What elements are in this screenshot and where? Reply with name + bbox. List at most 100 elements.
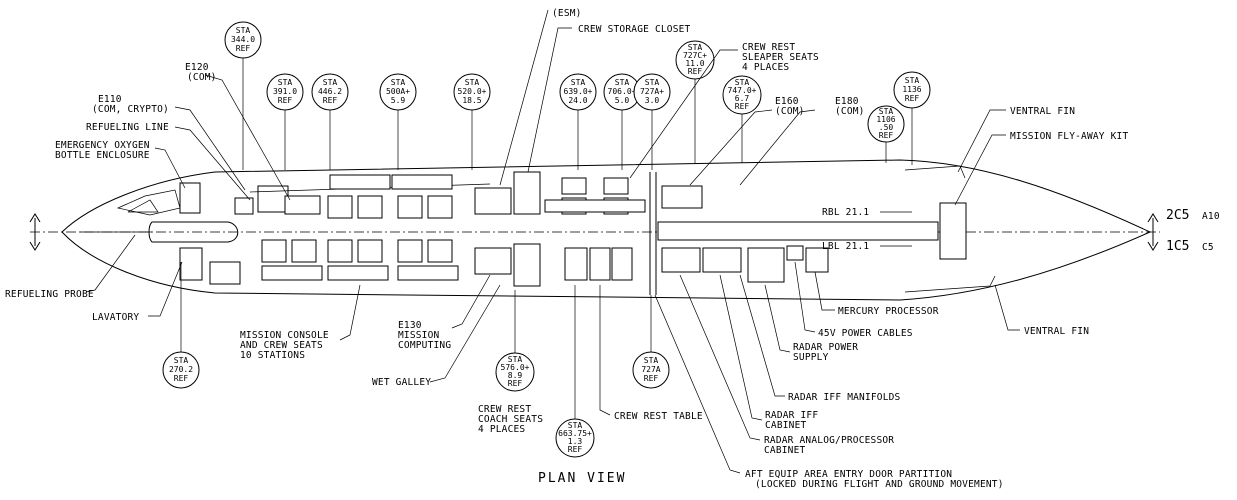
sta-bubble-520: STA 520.0+ 18.5: [453, 73, 491, 170]
svg-text:727A: 727A: [641, 365, 660, 374]
svg-text:COMPUTING: COMPUTING: [398, 340, 451, 351]
console-seats-top: [327, 174, 453, 219]
fwd-box-3: [257, 185, 289, 213]
svg-text:STA: STA: [735, 78, 750, 87]
svg-text:STA: STA: [391, 78, 406, 87]
svg-text:2C5: 2C5: [1166, 208, 1189, 223]
mission-fly-away-kit: [939, 202, 967, 260]
svg-text:4 PLACES: 4 PLACES: [478, 424, 525, 435]
svg-text:EMERGENCY OXYGEN: EMERGENCY OXYGEN: [55, 140, 150, 151]
svg-text:706.0+: 706.0+: [608, 87, 637, 96]
radar-analog-cabinet: [661, 247, 701, 273]
sta-bubble-727c: STA 727C+ 11.0 REF: [675, 40, 715, 163]
svg-text:270.2: 270.2: [169, 365, 193, 374]
radar-iff-cabinet: [702, 247, 742, 273]
svg-text:SUPPLY: SUPPLY: [793, 352, 829, 363]
svg-text:STA: STA: [174, 356, 189, 365]
label-radar-iff-manifolds: RADAR IFF MANIFOLDS: [788, 392, 901, 403]
cockpit-window: [127, 199, 159, 213]
emergency-oxygen-enclosure: [179, 182, 201, 214]
svg-text:520.0+: 520.0+: [458, 87, 487, 96]
lavatory-box: [179, 247, 203, 281]
label-radar-power: RADAR POWER SUPPLY: [793, 342, 858, 363]
label-rbl: RBL 21.1: [822, 207, 869, 218]
sta-bubble-500: STA 500A+ 5.9: [379, 73, 417, 170]
refueling-probe-shape: [148, 221, 239, 243]
svg-text:STA: STA: [879, 107, 894, 116]
svg-text:18.5: 18.5: [462, 96, 481, 105]
mission-computing-box: [474, 247, 512, 275]
label-ventral-fin-top: VENTRAL FIN: [1010, 106, 1075, 117]
svg-text:639.0+: 639.0+: [564, 87, 593, 96]
svg-text:1C5: 1C5: [1166, 239, 1189, 254]
svg-text:RADAR POWER: RADAR POWER: [793, 342, 858, 353]
svg-text:446.2: 446.2: [318, 87, 342, 96]
svg-text:RADAR IFF: RADAR IFF: [765, 410, 818, 421]
svg-text:AND CREW SEATS: AND CREW SEATS: [240, 340, 323, 351]
sta-bubble-747: STA 747.0+ 6.7 REF: [722, 75, 762, 163]
svg-text:STA: STA: [568, 421, 583, 430]
ventral-fin-top-shape: [904, 165, 966, 179]
ventral-fin-bottom-shape: [904, 275, 996, 293]
svg-text:SLEAPER SEATS: SLEAPER SEATS: [742, 52, 819, 63]
fly-away-rail: [657, 221, 939, 241]
sta-bubble-576: STA 576.0+ 8.9 REF: [495, 290, 535, 392]
label-wet-galley: WET GALLEY: [372, 377, 431, 388]
svg-text:663.75+: 663.75+: [558, 429, 592, 438]
svg-text:A10: A10: [1202, 211, 1220, 222]
svg-text:STA: STA: [278, 78, 293, 87]
storage-closet: [513, 171, 541, 215]
label-e130: E130 MISSION COMPUTING: [398, 320, 451, 351]
svg-text:1106: 1106: [876, 115, 895, 124]
svg-text:CREW REST: CREW REST: [742, 42, 795, 53]
sta-bubble-727a-top: STA 727A+ 3.0: [633, 73, 671, 170]
svg-text:5.9: 5.9: [391, 96, 406, 105]
label-mission-kit: MISSION FLY-AWAY KIT: [1010, 131, 1128, 142]
label-aft-door: AFT EQUIP AREA ENTRY DOOR PARTITION (LOC…: [745, 469, 1003, 490]
svg-text:727A+: 727A+: [640, 87, 664, 96]
svg-text:6.7: 6.7: [735, 94, 750, 103]
svg-text:STA: STA: [644, 356, 659, 365]
svg-text:REF: REF: [568, 445, 583, 454]
label-e120: E120 (COM): [185, 62, 216, 83]
svg-text:CABINET: CABINET: [764, 445, 806, 456]
label-e180: E180 (COM): [835, 96, 865, 117]
sta-bubble-344: STA 344.0 REF: [224, 21, 262, 170]
plan-view-title: PLAN VIEW: [538, 471, 626, 486]
svg-text:STA: STA: [615, 78, 630, 87]
console-seats-bottom: [261, 239, 459, 281]
svg-text:REF: REF: [174, 374, 189, 383]
svg-text:MISSION: MISSION: [398, 330, 440, 341]
sta-bubble-639: STA 639.0+ 24.0: [559, 73, 597, 170]
label-radar-analog: RADAR ANALOG/PROCESSOR CABINET: [764, 435, 894, 456]
svg-text:1.3: 1.3: [568, 437, 583, 446]
label-emergency-oxygen: EMERGENCY OXYGEN BOTTLE ENCLOSURE: [55, 140, 150, 161]
tail-arrow-icon: [1147, 213, 1159, 251]
svg-text:E180: E180: [835, 96, 859, 107]
svg-text:STA: STA: [905, 76, 920, 85]
svg-text:11.0: 11.0: [685, 59, 704, 68]
svg-text:STA: STA: [236, 26, 251, 35]
label-refueling-probe: REFUELING PROBE: [5, 289, 94, 300]
svg-text:REF: REF: [879, 131, 894, 140]
svg-text:STA: STA: [508, 355, 523, 364]
label-mission-console: MISSION CONSOLE AND CREW SEATS 10 STATIO…: [240, 330, 329, 361]
sta-bubble-727a-bottom: STA 727A REF: [632, 295, 670, 389]
svg-text:REF: REF: [644, 374, 659, 383]
svg-text:RADAR ANALOG/PROCESSOR: RADAR ANALOG/PROCESSOR: [764, 435, 894, 446]
label-esm: (ESM): [552, 8, 582, 19]
sta-bubble-663: STA 663.75+ 1.3 REF: [555, 285, 595, 458]
label-power-cables: 45V POWER CABLES: [818, 328, 913, 339]
svg-text:(COM): (COM): [835, 106, 865, 117]
svg-text:500A+: 500A+: [386, 87, 410, 96]
svg-text:E130: E130: [398, 320, 422, 331]
wet-galley-box: [513, 243, 541, 287]
label-lbl: LBL 21.1: [822, 241, 869, 252]
svg-text:24.0: 24.0: [568, 96, 587, 105]
svg-text:REF: REF: [688, 67, 703, 76]
label-e110: E110 (COM, CRYPTO): [92, 94, 169, 115]
svg-text:AFT EQUIP AREA ENTRY DOOR PART: AFT EQUIP AREA ENTRY DOOR PARTITION: [745, 469, 952, 480]
sta-bubble-391: STA 391.0 REF: [266, 73, 304, 170]
svg-text:E160: E160: [775, 96, 799, 107]
svg-text:E110: E110: [98, 94, 122, 105]
